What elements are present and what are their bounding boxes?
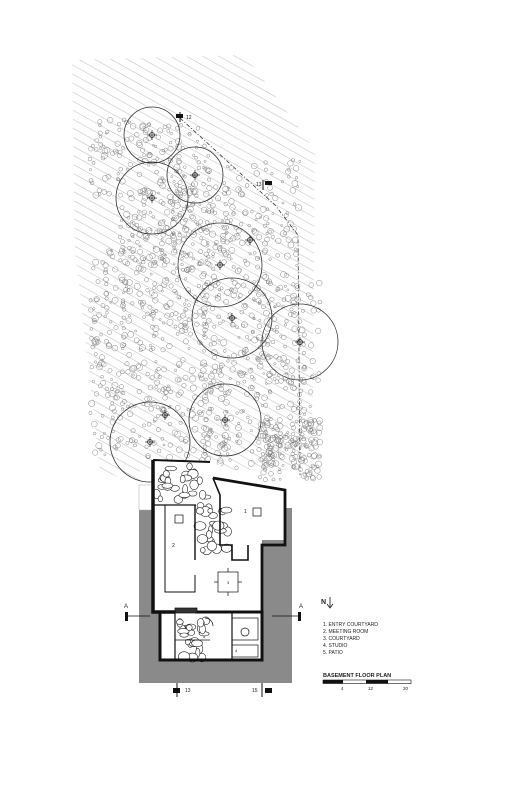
scale-tick-label: 12 <box>368 686 374 691</box>
section-marker-label: A <box>124 604 128 610</box>
legend-item: 5. PATIO <box>323 650 343 656</box>
legend-item: 4. STUDIO <box>323 643 348 649</box>
grid-marker-label: 12 <box>186 115 192 121</box>
tree-outlines <box>109 106 339 483</box>
grid-marker-13-top: 13 <box>256 180 272 190</box>
grid-marker-13-bottom: 13 <box>173 683 191 697</box>
room-numbers: 1 2 3 4 5 4 <box>172 509 247 653</box>
scale-tick-label: 4 <box>341 686 344 691</box>
room-number: 4 <box>235 648 238 653</box>
room-number: 1 <box>244 509 247 515</box>
north-label: N <box>321 599 326 606</box>
north-arrow-icon <box>326 603 334 609</box>
room-number: 2 <box>172 543 175 549</box>
grid-marker-label: 13 <box>185 688 191 694</box>
tree-trunk-markers <box>145 130 305 447</box>
legend-item: 1. ENTRY COURTYARD <box>323 622 378 628</box>
courtyard-paving <box>193 502 233 555</box>
section-marker-left: A <box>124 604 150 621</box>
grid-marker-12: 12 <box>176 112 192 122</box>
scale-tick-label: 20 <box>403 686 409 691</box>
section-marker-right: A <box>272 604 303 621</box>
plan-title-block: BASEMENT FLOOR PLAN <box>323 673 391 679</box>
legend-item: 2. MEETING ROOM <box>323 629 368 635</box>
plan-title: BASEMENT FLOOR PLAN <box>323 673 391 679</box>
room-number: 3 <box>227 580 230 585</box>
grid-marker-label: 15 <box>252 688 258 694</box>
grid-marker-15: 15 <box>252 683 272 697</box>
tree-canopy-foliage <box>87 117 324 483</box>
grid-marker-label: 13 <box>256 182 262 188</box>
north-arrow: N <box>321 597 334 609</box>
room-number: 4 <box>203 620 206 625</box>
property-line <box>179 117 301 476</box>
room-number: 5 <box>203 634 206 639</box>
interior-furniture <box>174 507 262 658</box>
legend-item: 3. COURTYARD <box>323 636 360 642</box>
room-legend: 1. ENTRY COURTYARD 2. MEETING ROOM 3. CO… <box>323 622 378 656</box>
patio-paving <box>176 616 211 663</box>
section-marker-label: A <box>299 604 303 610</box>
scale-bar: 4 12 20 <box>322 679 412 691</box>
